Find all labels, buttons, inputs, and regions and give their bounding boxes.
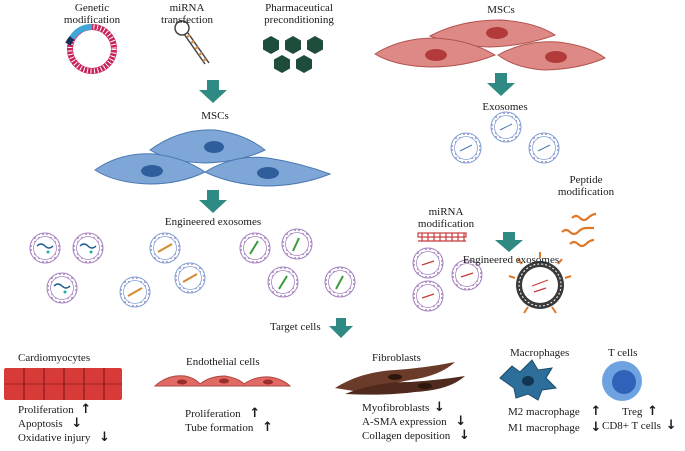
effect-row: Apoptosis ↓ xyxy=(18,416,110,432)
endothelial-cells xyxy=(153,375,292,387)
target-cells-label: Target cells xyxy=(270,321,321,333)
effect-row: Proliferation ↑ xyxy=(18,402,110,418)
drug-hexagons-icon xyxy=(263,36,323,73)
effect-row: Collagen deposition ↓ xyxy=(362,428,470,444)
exosome-cluster-mirna xyxy=(119,232,206,308)
mirna-hairpin-icon xyxy=(174,20,210,65)
exosomes-label: Exosomes xyxy=(482,101,528,113)
mirna-modification-label: miRNA modification xyxy=(417,206,475,230)
effect-row: Myofibroblasts ↓ xyxy=(362,400,470,416)
effect-text: Proliferation xyxy=(18,404,74,416)
exosomes-plain xyxy=(450,111,560,164)
arrow-up-icon: ↑ xyxy=(249,406,261,421)
effect-row: CD8+ T cells ↓ xyxy=(602,418,677,434)
effect-text: Collagen deposition xyxy=(362,430,451,442)
engineered-exosomes-label-right: Engineered exosomes xyxy=(462,254,560,266)
macro-effects: M2 macrophage ↑ M1 macrophage ↓ xyxy=(508,404,602,438)
macrophage-cell xyxy=(499,359,558,401)
cardiomyocyte-cells xyxy=(4,368,122,400)
pharma-preconditioning-label: Pharmaceutical preconditioning xyxy=(264,2,334,26)
exosomes-engineered-right xyxy=(412,247,572,314)
fibroblast-cells xyxy=(335,362,465,395)
arrow-up-icon: ↑ xyxy=(647,404,659,419)
msc-cells-red xyxy=(374,19,606,71)
effect-text: Apoptosis xyxy=(18,418,63,430)
macrophages-title: Macrophages xyxy=(510,347,570,359)
endo-effects: Proliferation ↑ Tube formation ↑ xyxy=(185,406,273,436)
exosome-cluster-pharma xyxy=(239,228,356,298)
arrow-down-icon: ↓ xyxy=(433,400,445,415)
arrow-up-icon: ↑ xyxy=(80,402,92,417)
genetic-modification-label: Genetic modification xyxy=(63,2,121,26)
down-arrow-icon xyxy=(495,232,523,252)
endothelial-title: Endothelial cells xyxy=(186,356,260,368)
effect-row: A-SMA expression ↓ xyxy=(362,414,470,430)
effect-text: Tube formation xyxy=(185,422,254,434)
arrow-up-icon: ↑ xyxy=(590,404,602,419)
arrow-up-icon: ↑ xyxy=(262,420,273,435)
down-arrow-icon xyxy=(199,80,227,103)
arrow-down-icon: ↓ xyxy=(455,414,467,429)
effect-text: Myofibroblasts xyxy=(362,402,430,414)
msc-label-left: MSCs xyxy=(201,110,229,122)
t-cell xyxy=(602,361,642,401)
msc-cells-blue xyxy=(94,129,332,187)
plasmid-icon xyxy=(65,24,117,74)
effect-text: M1 macrophage xyxy=(508,422,580,434)
effect-text: Proliferation xyxy=(185,408,241,420)
effect-text: Oxidative injury xyxy=(18,432,91,444)
msc-label-right: MSCs xyxy=(487,4,515,16)
fibro-effects: Myofibroblasts ↓ A-SMA expression ↓ Coll… xyxy=(362,400,470,444)
effect-row: Oxidative injury ↓ xyxy=(18,430,111,446)
arrow-down-icon: ↓ xyxy=(665,418,677,433)
mirna-modification-icon xyxy=(417,232,467,242)
effect-text: CD8+ T cells xyxy=(602,420,661,432)
effect-row: M1 macrophage ↓ xyxy=(508,420,602,438)
peptide-modification-label: Peptide modification xyxy=(557,174,615,198)
peptide-icon xyxy=(561,212,597,248)
arrow-down-icon: ↓ xyxy=(590,420,602,435)
arrow-down-icon: ↓ xyxy=(459,428,470,443)
effect-text: Treg xyxy=(622,406,643,418)
cardiomyocytes-title: Cardiomyocytes xyxy=(18,352,91,364)
effect-row: M2 macrophage ↑ xyxy=(508,404,602,422)
exosome-cluster-genetic xyxy=(29,232,104,304)
cardio-effects: Proliferation ↑ Apoptosis ↓ Oxidative in… xyxy=(18,402,111,446)
effect-row: Proliferation ↑ xyxy=(185,406,273,422)
t-cells-title: T cells xyxy=(608,347,638,359)
engineered-exosomes-label-left: Engineered exosomes xyxy=(164,216,262,228)
arrow-down-icon: ↓ xyxy=(99,430,111,445)
effect-text: A-SMA expression xyxy=(362,416,447,428)
arrow-down-icon: ↓ xyxy=(71,416,83,431)
down-arrow-icon xyxy=(329,318,353,338)
down-arrow-icon xyxy=(199,190,227,213)
fibroblasts-title: Fibroblasts xyxy=(372,352,421,364)
effect-row: Tube formation ↑ xyxy=(185,420,273,436)
effect-text: M2 macrophage xyxy=(508,406,580,418)
mirna-transfection-label: miRNA transfection xyxy=(161,2,213,26)
effect-row: Treg ↑ xyxy=(602,404,677,420)
down-arrow-icon xyxy=(487,73,515,96)
tcell-effects: Treg ↑ CD8+ T cells ↓ xyxy=(602,404,677,434)
